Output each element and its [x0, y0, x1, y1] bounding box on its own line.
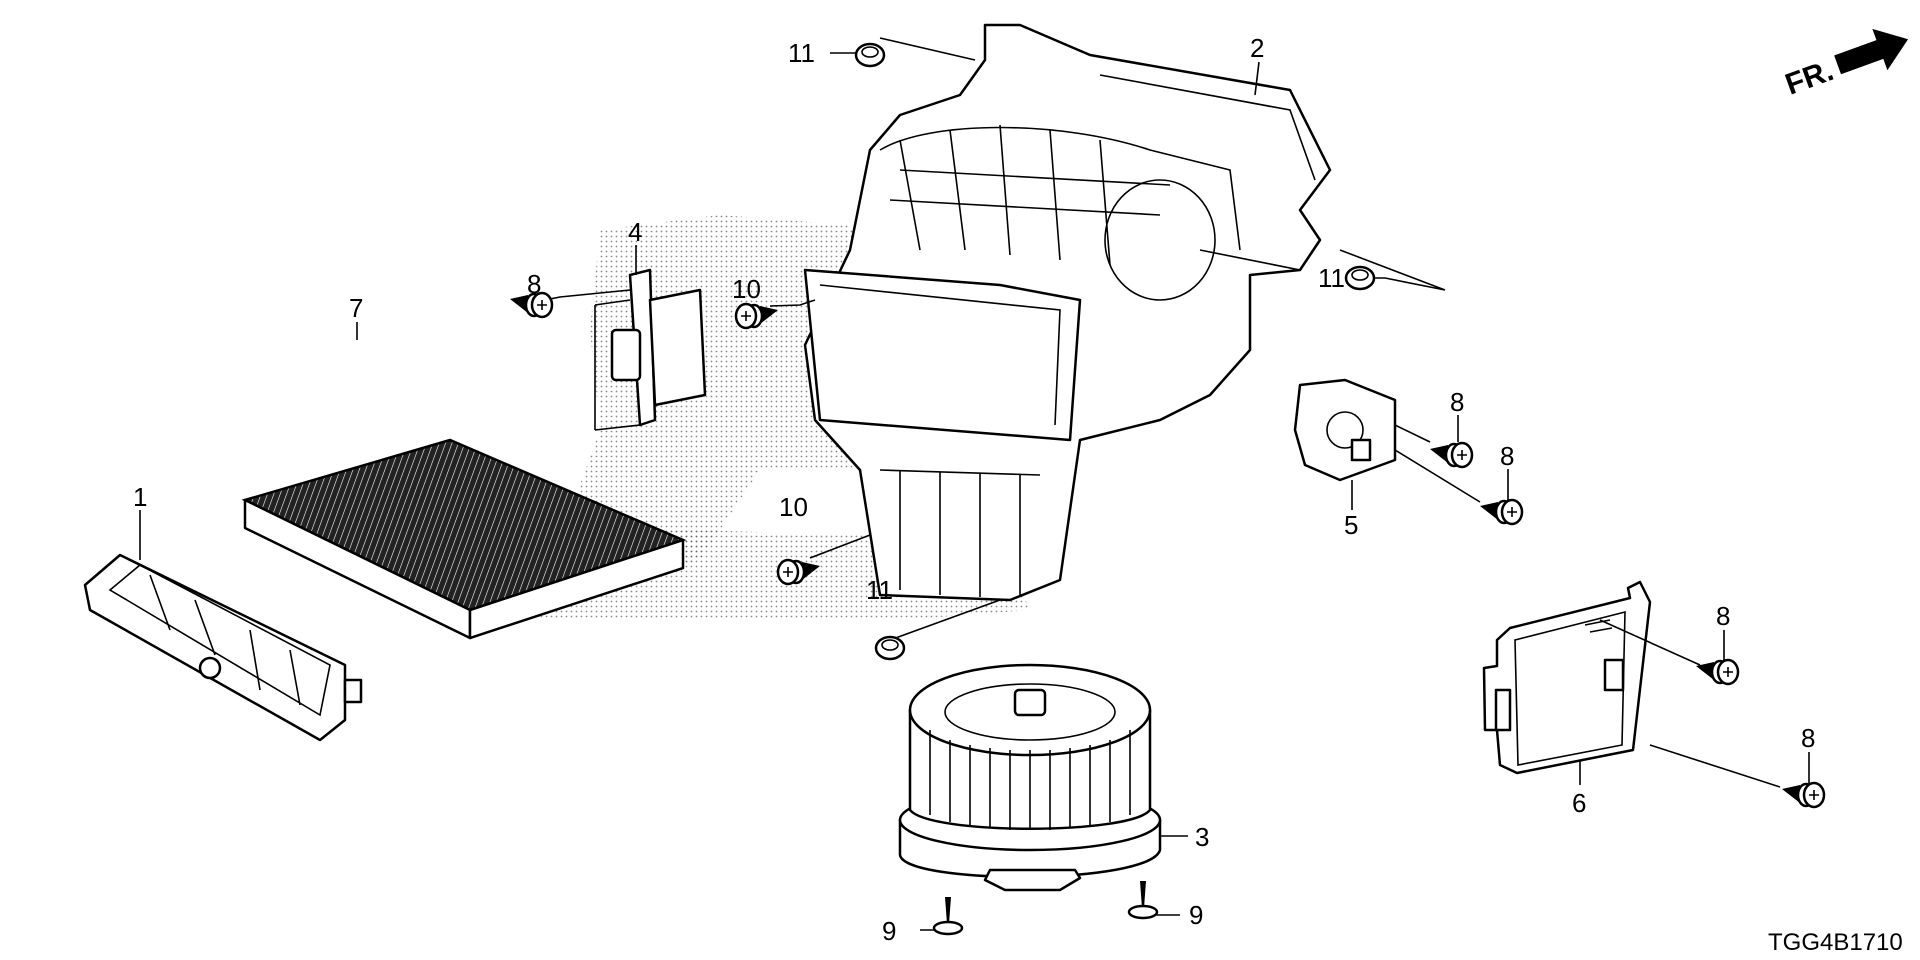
nut-icon — [874, 635, 906, 661]
callout-9[interactable]: 9 — [882, 916, 896, 946]
callout-10[interactable]: 10 — [732, 274, 761, 304]
blower-motor-part-3[interactable] — [898, 663, 1162, 892]
air-filter-part-7[interactable] — [241, 438, 687, 640]
callout-1[interactable]: 1 — [133, 482, 147, 512]
callout-8[interactable]: 8 — [527, 269, 541, 299]
callout-9[interactable]: 9 — [1189, 900, 1203, 930]
arrow-right-icon — [1834, 28, 1909, 75]
actuator-part-5[interactable] — [1293, 378, 1397, 482]
resistor-part-4[interactable] — [594, 268, 707, 431]
callouts: 11 2 4 8 10 11 7 8 8 1 10 5 8 11 6 8 3 9… — [133, 33, 1815, 946]
filter-lid-part-1[interactable] — [83, 553, 363, 742]
screw-icon — [1694, 658, 1740, 686]
screw-icon — [1780, 781, 1826, 809]
callout-2[interactable]: 2 — [1250, 33, 1264, 63]
nut-icon — [1344, 265, 1376, 291]
callout-11[interactable]: 11 — [866, 575, 893, 605]
callout-5[interactable]: 5 — [1344, 510, 1358, 540]
callout-10[interactable]: 10 — [779, 492, 808, 522]
tapping-screw-icon — [1127, 881, 1159, 920]
callout-4[interactable]: 4 — [628, 217, 642, 247]
callout-8[interactable]: 8 — [1716, 601, 1730, 631]
diagram-code: TGG4B1710 — [1768, 929, 1903, 956]
callout-6[interactable]: 6 — [1572, 788, 1586, 818]
direction-label: FR. — [1781, 54, 1838, 102]
blower-housing-part-2[interactable] — [803, 23, 1332, 602]
callout-11[interactable]: 11 — [1318, 263, 1345, 293]
nut-icon — [854, 42, 886, 68]
leader-lines — [139, 37, 1810, 931]
screw-icon — [1478, 498, 1524, 526]
callout-7[interactable]: 7 — [349, 293, 363, 323]
tapping-screw-icon — [932, 897, 964, 936]
callout-3[interactable]: 3 — [1195, 822, 1209, 852]
callout-8[interactable]: 8 — [1450, 387, 1464, 417]
callout-11[interactable]: 11 — [788, 38, 815, 68]
callout-8[interactable]: 8 — [1801, 723, 1815, 753]
callout-8[interactable]: 8 — [1500, 441, 1514, 471]
screw-icon — [1428, 441, 1474, 469]
front-direction-indicator: FR. — [1781, 28, 1909, 102]
control-module-part-6[interactable] — [1482, 580, 1652, 775]
